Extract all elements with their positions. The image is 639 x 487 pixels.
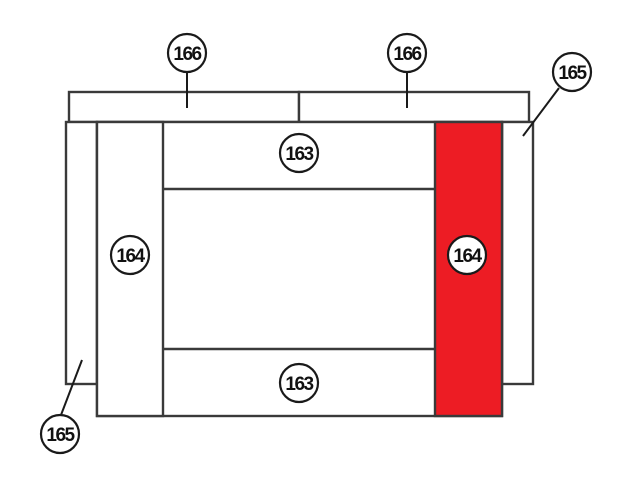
callout-circle — [278, 132, 320, 174]
side-panel-right — [500, 120, 535, 386]
top-bar-right — [297, 90, 531, 124]
callout-label: 166 — [393, 44, 421, 65]
callout-circle — [446, 234, 488, 276]
callout-165-right: 165 — [522, 51, 593, 137]
callout-label: 166 — [173, 44, 201, 65]
callout-label: 163 — [285, 144, 313, 165]
callout-circle — [386, 32, 428, 74]
callout-165-left: 165 — [39, 359, 83, 455]
callout-166-right: 166 — [386, 32, 428, 108]
callout-163-bottom: 163 — [278, 362, 320, 404]
callout-163-top: 163 — [278, 132, 320, 174]
top-bar-left — [67, 90, 301, 124]
callout-label: 164 — [116, 246, 145, 267]
callout-circle — [278, 362, 320, 404]
top-bar-assembly — [67, 90, 531, 124]
callout-circle — [109, 234, 151, 276]
callout-label: 164 — [453, 246, 482, 267]
callout-label: 165 — [46, 425, 75, 446]
callout-label: 165 — [558, 63, 587, 84]
callout-164-right: 164 — [446, 234, 488, 276]
callout-label: 163 — [285, 374, 313, 395]
callout-circle — [39, 413, 81, 455]
callout-circle — [166, 32, 208, 74]
leader-line — [522, 87, 560, 137]
leader-line — [60, 359, 83, 416]
callout-164-left: 164 — [109, 234, 151, 276]
side-panel-left — [64, 120, 99, 386]
callout-circle — [551, 51, 593, 93]
callout-166-left: 166 — [166, 32, 208, 108]
